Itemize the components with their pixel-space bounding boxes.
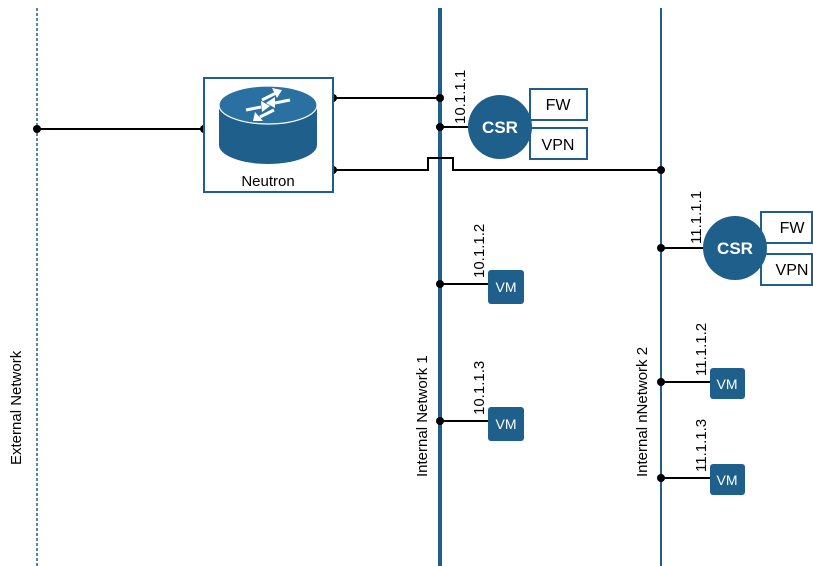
external-network-label: External Network xyxy=(8,350,25,465)
vm1-label: VM xyxy=(496,279,517,295)
connection-dot xyxy=(436,123,444,131)
link-neutron-net2 xyxy=(333,157,661,171)
vm2-label: VM xyxy=(496,416,517,432)
vm1-ip-label: 10.1.1.2 xyxy=(471,224,488,278)
vm1-node[interactable] xyxy=(488,270,524,304)
vm3-ip-label: 11.1.1.2 xyxy=(693,323,710,376)
csr1-vpn-module[interactable] xyxy=(529,127,588,160)
connection-dot xyxy=(657,244,665,252)
csr2-node[interactable] xyxy=(703,216,767,280)
csr1-ip-label: 10.1.1.1 xyxy=(452,70,469,124)
internal-network-2-label: Internal nNetwork 2 xyxy=(634,347,651,477)
connection-dot xyxy=(657,378,665,386)
vm4-node[interactable] xyxy=(710,464,745,495)
csr2-fw-label: FW xyxy=(780,220,806,237)
connection-dot xyxy=(657,166,665,174)
csr1-vpn-label: VPN xyxy=(542,137,575,154)
csr2-ip-label: 11.1.1.1 xyxy=(688,191,705,244)
connection-dot xyxy=(436,280,444,288)
csr2-fw-module[interactable] xyxy=(760,211,813,244)
vm2-ip-label: 10.1.1.3 xyxy=(471,361,488,415)
vm3-label: VM xyxy=(717,376,738,392)
csr1-fw-label: FW xyxy=(546,97,572,114)
internal-network-1-label: Internal Network 1 xyxy=(414,355,431,477)
vm3-node[interactable] xyxy=(710,368,745,399)
csr2-vpn-label: VPN xyxy=(776,262,809,279)
csr1-fw-module[interactable] xyxy=(529,88,588,121)
vm2-node[interactable] xyxy=(488,407,524,441)
csr1-label: CSR xyxy=(482,118,518,137)
vm4-ip-label: 11.1.1.3 xyxy=(693,419,710,472)
connection-dot xyxy=(657,474,665,482)
csr2-label: CSR xyxy=(717,239,753,258)
connection-dot xyxy=(33,125,41,133)
connection-dot xyxy=(436,94,444,102)
neutron-label: Neutron xyxy=(241,173,294,190)
connection-dot xyxy=(436,417,444,425)
csr2-vpn-module[interactable] xyxy=(760,253,813,286)
router-icon xyxy=(218,85,318,164)
csr1-node[interactable] xyxy=(468,95,532,159)
vm4-label: VM xyxy=(717,472,738,488)
